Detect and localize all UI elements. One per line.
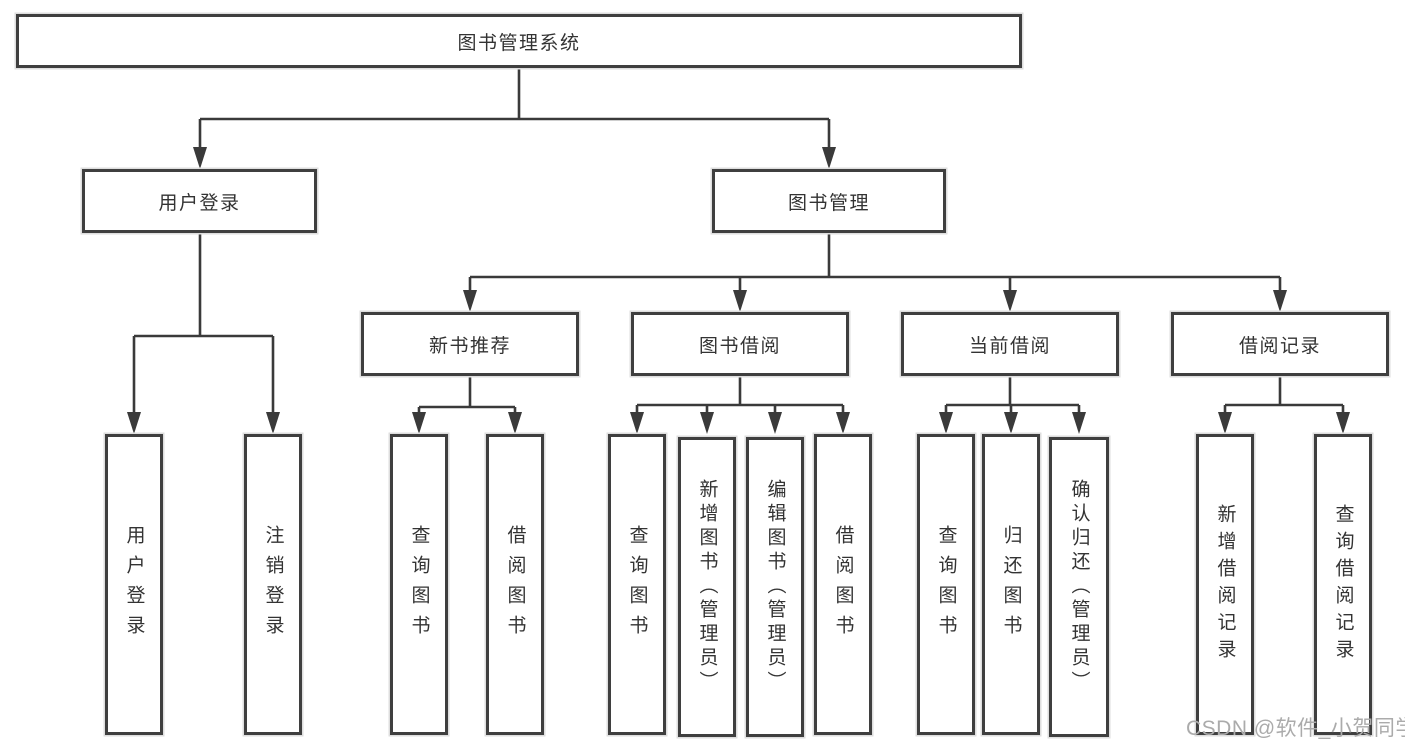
node-leaf-record-add: 新增借阅记录 [1196, 434, 1254, 735]
node-leaf-current-return-label: 归还图书 [1000, 524, 1022, 645]
node-leaf-borrow-add-admin-label: 新增图书（管理员） [696, 479, 718, 695]
node-leaf-record-query-label: 查询借阅记录 [1332, 503, 1354, 666]
node-leaf-current-query-label: 查询图书 [935, 524, 957, 645]
node-sub-book-borrow: 图书借阅 [631, 312, 849, 376]
node-sub-borrow-record: 借阅记录 [1171, 312, 1389, 376]
node-branch-book-management-label: 图书管理 [787, 192, 870, 214]
node-leaf-borrow-edit-admin: 编辑图书（管理员） [746, 437, 804, 737]
node-leaf-borrow-query: 查询图书 [608, 434, 666, 735]
node-branch-user-login: 用户登录 [82, 169, 317, 233]
node-leaf-borrow-borrow-label: 借阅图书 [832, 524, 854, 645]
node-leaf-newbook-borrow-label: 借阅图书 [504, 524, 526, 645]
node-leaf-borrow-query-label: 查询图书 [626, 524, 648, 645]
node-leaf-current-confirm-admin-label: 确认归还（管理员） [1068, 479, 1090, 695]
node-leaf-borrow-add-admin: 新增图书（管理员） [678, 437, 736, 737]
node-branch-book-management: 图书管理 [712, 169, 946, 233]
node-leaf-user-login-label: 用户登录 [123, 524, 145, 645]
node-sub-current-borrow: 当前借阅 [901, 312, 1119, 376]
node-leaf-current-confirm-admin: 确认归还（管理员） [1049, 437, 1109, 737]
node-leaf-newbook-query-label: 查询图书 [408, 524, 430, 645]
node-leaf-borrow-borrow: 借阅图书 [814, 434, 872, 735]
csdn-watermark: CSDN @软件_小贺同学 [1186, 717, 1405, 740]
node-leaf-borrow-edit-admin-label: 编辑图书（管理员） [764, 479, 786, 695]
node-sub-new-book-recommend-label: 新书推荐 [428, 335, 511, 357]
node-leaf-record-add-label: 新增借阅记录 [1214, 503, 1236, 666]
node-sub-new-book-recommend: 新书推荐 [361, 312, 579, 376]
node-leaf-user-login: 用户登录 [105, 434, 163, 735]
node-leaf-current-query: 查询图书 [917, 434, 975, 735]
node-leaf-newbook-query: 查询图书 [390, 434, 448, 735]
node-root-label: 图书管理系统 [457, 32, 581, 54]
node-sub-current-borrow-label: 当前借阅 [968, 335, 1051, 357]
node-sub-book-borrow-label: 图书借阅 [698, 335, 781, 357]
node-sub-borrow-record-label: 借阅记录 [1238, 335, 1321, 357]
node-leaf-logout: 注销登录 [244, 434, 302, 735]
node-leaf-record-query: 查询借阅记录 [1314, 434, 1372, 735]
node-leaf-logout-label: 注销登录 [262, 524, 284, 645]
node-root: 图书管理系统 [16, 14, 1022, 68]
node-leaf-newbook-borrow: 借阅图书 [486, 434, 544, 735]
node-leaf-current-return: 归还图书 [982, 434, 1040, 735]
node-branch-user-login-label: 用户登录 [158, 192, 241, 214]
